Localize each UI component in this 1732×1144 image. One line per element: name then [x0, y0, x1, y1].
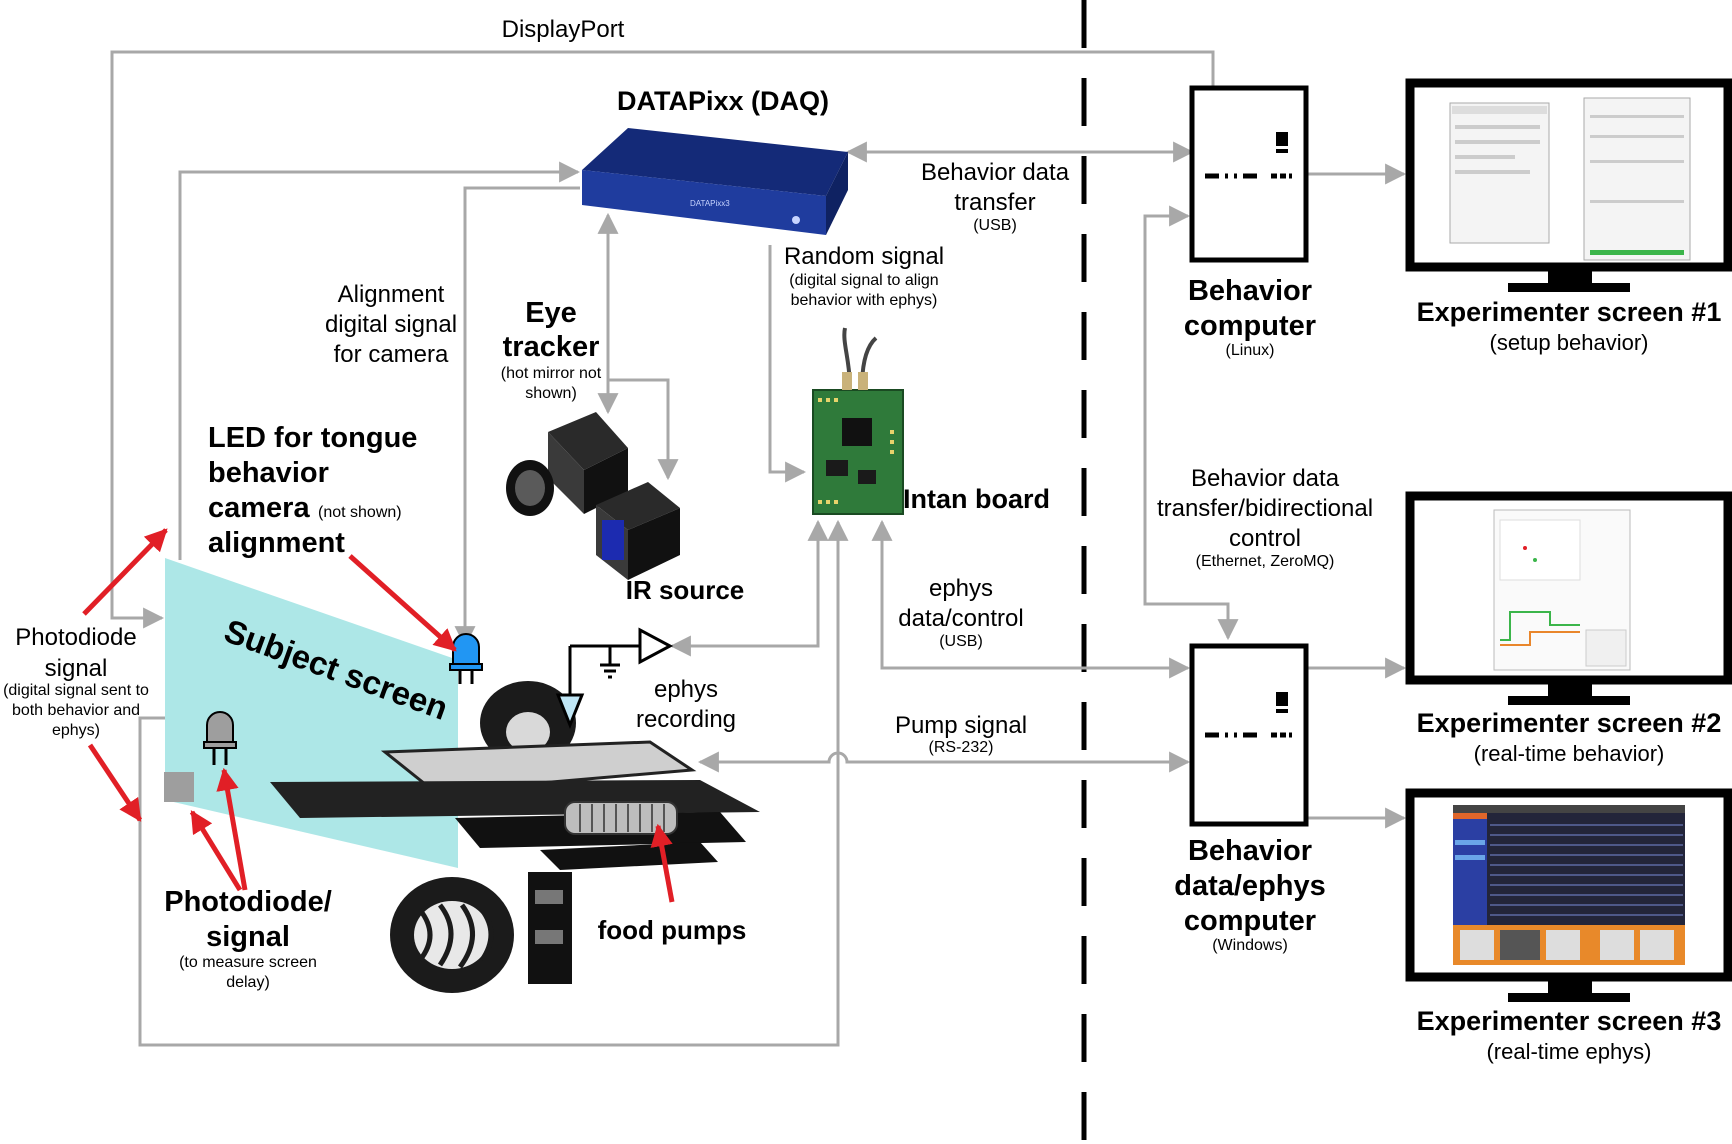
bidirectional-label-2: transfer/bidirectional [1157, 495, 1373, 522]
behavior-computer-icon [1189, 85, 1309, 263]
photodiode-bottom-loop [138, 519, 849, 1047]
photodiode-measure-sub-1: (to measure screen [179, 954, 317, 971]
ephys-recording-label-2: recording [636, 706, 736, 733]
rs232-label: (RS-232) [929, 739, 994, 756]
usb-label-1: (USB) [973, 217, 1017, 234]
eye-tracker-label-2: tracker [503, 331, 600, 363]
ephys-data-control-label-1: ephys [929, 575, 993, 602]
alignment-label-2: digital signal [325, 311, 457, 338]
screen2-sub: (real-time behavior) [1474, 741, 1665, 766]
red-arrow-photodiode-a [189, 810, 243, 892]
usb-label-2: (USB) [939, 633, 983, 650]
red-arrow-food-pumps [650, 823, 675, 903]
chair [528, 872, 572, 984]
displayport-line [110, 50, 1215, 629]
screen2-title: Experimenter screen #2 [1417, 708, 1722, 738]
led-label-2: behavior [208, 457, 329, 489]
bidirectional-label-3: control [1229, 525, 1301, 552]
screen3-sub: (real-time ephys) [1486, 1039, 1651, 1064]
eye-tracker-label-1: Eye [525, 297, 577, 329]
monitor-2 [1405, 491, 1732, 705]
photodiode-measure-sub-2: delay) [226, 974, 270, 991]
behavior-computer-label-2: computer [1184, 310, 1316, 342]
ephys-computer-label-3: computer [1184, 905, 1316, 937]
photodiode-measure-label-2: signal [206, 921, 290, 953]
screen1-sub: (setup behavior) [1490, 330, 1649, 355]
bidirectional-line [1143, 205, 1239, 641]
ephys-computer-label-2: data/ephys [1174, 870, 1326, 902]
ephys-amplifier-icon [555, 627, 674, 730]
ethernet-zmq-label: (Ethernet, ZeroMQ) [1196, 553, 1335, 570]
led-label-3: camera [208, 492, 310, 524]
red-arrows [82, 528, 675, 903]
led-gray-icon [203, 711, 237, 765]
behavior-computer-label-1: Behavior [1188, 275, 1312, 307]
bidirectional-label-1: Behavior data [1191, 465, 1340, 492]
photodiode-signal-sub-2: both behavior and [12, 702, 140, 719]
random-signal-sub-2: behavior with ephys) [791, 292, 938, 309]
datapixx-device: DATAPixx3 [582, 128, 848, 235]
random-signal-line [768, 245, 807, 483]
led-not-shown-label: (not shown) [318, 504, 402, 521]
screen3-title: Experimenter screen #3 [1417, 1006, 1722, 1036]
photodiode-to-daq-line [178, 161, 581, 560]
linux-label: (Linux) [1226, 342, 1275, 359]
ir-source-label: IR source [626, 575, 745, 605]
behavior-data-transfer-label-1: Behavior data [921, 159, 1070, 186]
red-arrow-to-screen-bottom [87, 743, 143, 822]
photodiode-signal-sub-3: ephys) [52, 722, 100, 739]
photodiode-measure-label-1: Photodiode/ [164, 886, 332, 918]
alignment-label-3: for camera [334, 341, 449, 368]
red-arrow-to-blue-led [348, 554, 457, 652]
eye-tracker-sub-1: (hot mirror not [501, 365, 602, 382]
ephys-computer-label-1: Behavior [1188, 835, 1312, 867]
behavior-data-transfer-label-2: transfer [954, 189, 1035, 216]
svg-text:DATAPixx3: DATAPixx3 [690, 199, 730, 208]
photodiode-signal-sub-1: (digital signal sent to [3, 682, 149, 699]
photodiode-signal-label-1: Photodiode [15, 624, 136, 651]
red-arrow-to-screen-top [82, 528, 168, 616]
eye-tracker-sub-2: shown) [525, 385, 577, 402]
alignment-label-1: Alignment [338, 281, 445, 308]
ephys-recording-label-1: ephys [654, 676, 718, 703]
ephys-computer-icon [1189, 643, 1309, 827]
random-signal-sub-1: (digital signal to align [789, 272, 938, 289]
photodiode-box [164, 772, 194, 802]
monitor-3 [1405, 788, 1732, 1002]
connection-lines [110, 50, 1407, 1047]
red-arrow-photodiode-b [216, 767, 248, 891]
intan-board [812, 327, 904, 515]
displayport-label: DisplayPort [502, 16, 625, 43]
ir-source-camera [596, 482, 680, 580]
rig-illustration [164, 681, 760, 993]
pump-signal-label: Pump signal [895, 712, 1027, 739]
random-signal-label: Random signal [784, 243, 944, 270]
screen1-title: Experimenter screen #1 [1417, 297, 1722, 327]
platform [270, 780, 760, 818]
head-frame [380, 740, 697, 794]
intan-board-label: Intan board [903, 484, 1050, 514]
eye-tracker-camera [506, 412, 628, 516]
alignment-line [454, 186, 580, 648]
pump-signal-line [697, 751, 1191, 773]
datapixx-label: DATAPixx (DAQ) [617, 86, 829, 116]
intan-to-amp-line [669, 519, 829, 657]
ephys-data-control-label-2: data/control [898, 605, 1023, 632]
ephys-usb-line [871, 519, 1191, 679]
monitor-1 [1405, 78, 1732, 292]
food-pumps-label: food pumps [598, 915, 747, 945]
led-label-1: LED for tongue [208, 422, 417, 454]
windows-label: (Windows) [1212, 937, 1288, 954]
photodiode-signal-label-2: signal [45, 655, 108, 682]
ir-source-line [608, 378, 679, 481]
led-label-4: alignment [208, 527, 345, 559]
